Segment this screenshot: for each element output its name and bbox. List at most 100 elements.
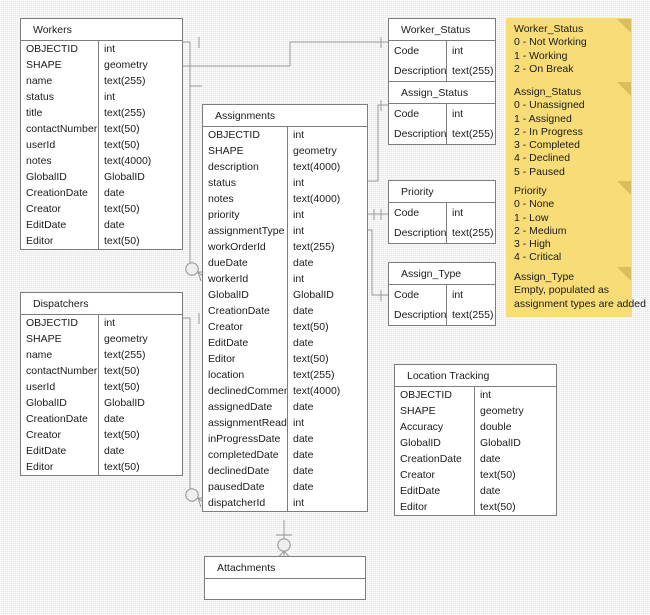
field-type: text(50) [293,353,329,365]
field-name: assignmentRead [203,415,288,431]
field-type: date [104,445,125,457]
field-type: int [293,417,305,429]
field-type: int [293,177,305,189]
field-name: CreationDate [203,303,288,319]
field-name: name [21,347,99,363]
note-line: 0 - Not Working [514,36,587,49]
field-type: int [104,43,116,55]
link-dispatchers-assignments [182,317,191,492]
field-type: date [104,413,125,425]
field-name: EditDate [21,443,99,459]
field-name: CreationDate [21,411,99,427]
note-line: 1 - Working [514,49,568,62]
field-type: date [293,337,314,349]
field-name: CreationDate [395,451,475,467]
field-name: description [203,159,288,175]
entity-title: Dispatchers [21,293,182,315]
note-title: Assign_Status [514,86,582,98]
entity-title: Priority [389,181,495,203]
entity-fields-empty [205,579,365,599]
field-name: OBJECTID [395,387,475,403]
note-title: Worker_Status [514,23,584,35]
entity-attachments[interactable]: Attachments [204,556,366,600]
field-name: Description [389,305,447,325]
field-name: Code [389,285,447,305]
field-name: Creator [203,319,288,335]
field-type: text(4000) [293,193,341,205]
field-name: Editor [21,233,99,249]
field-name: CreationDate [21,185,99,201]
field-name: Description [389,124,447,144]
note-fold-corner [617,82,631,96]
field-name: Code [389,104,447,124]
field-name: OBJECTID [203,127,288,143]
field-name: Accuracy [395,419,475,435]
field-type: int [452,289,464,301]
field-name: Creator [21,201,99,217]
field-type: text(50) [104,123,140,135]
note-line: 5 - Paused [514,165,565,178]
field-name: GlobalID [21,395,99,411]
note-line: 1 - Assigned [514,112,572,125]
note-line: 0 - Unassigned [514,99,585,112]
field-name: notes [203,191,288,207]
link-assignments-assigntype [367,229,388,296]
field-type: int [293,129,305,141]
table-row: notes text(4000) [203,191,367,207]
note-line: 2 - In Progress [514,125,583,138]
note-line: 4 - Declined [514,152,571,165]
field-type: int [452,45,464,57]
field-type: text(50) [104,381,140,393]
entity-title: Assign_Type [389,263,495,285]
field-name: workOrderId [203,239,288,255]
field-type: date [293,433,314,445]
field-name: contactNumber [21,121,99,137]
field-type: date [480,453,501,465]
field-type: int [452,207,464,219]
field-name: pausedDate [203,479,288,495]
note-title: Assign_Type [514,271,575,283]
field-name: priority [203,207,288,223]
field-type: GlobalID [104,171,145,183]
field-name: Creator [395,467,475,483]
